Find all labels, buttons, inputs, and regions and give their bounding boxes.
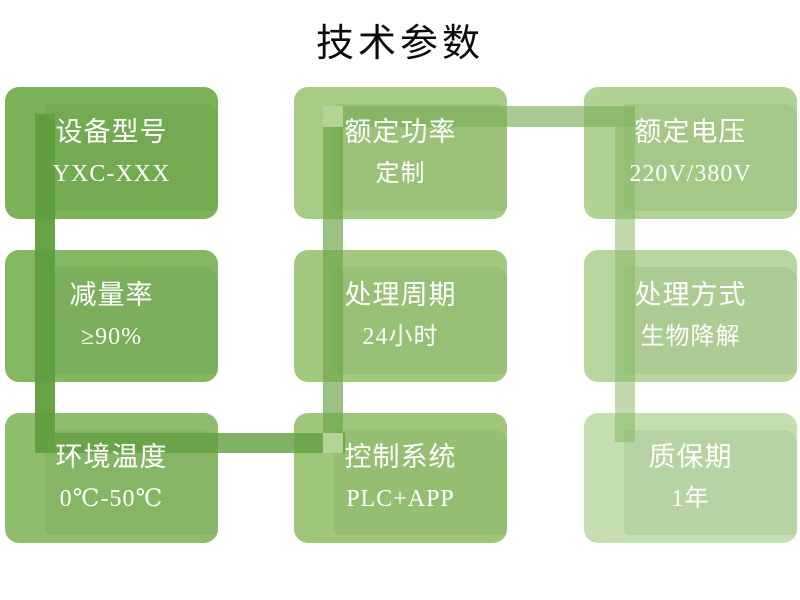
page-title: 技术参数 (315, 23, 484, 65)
param-card-warranty: 质保期 1年 (584, 413, 797, 543)
card-inner-shade (334, 430, 507, 535)
param-card-processing-method: 处理方式 生物降解 (584, 250, 797, 382)
param-card-ambient-temperature: 环境温度 0℃-50℃ (5, 413, 218, 543)
param-value: YXC-XXX (52, 161, 171, 188)
param-value: 定制 (375, 161, 426, 188)
param-value: 1年 (671, 486, 710, 513)
param-card-control-system: 控制系统 PLC+APP (294, 413, 507, 543)
param-label: 设备型号 (55, 117, 168, 148)
param-card-device-model: 设备型号 YXC-XXX (5, 87, 218, 219)
param-value: 0℃-50℃ (59, 486, 164, 513)
param-label: 额定功率 (344, 117, 457, 148)
param-value: 220V/380V (629, 161, 752, 188)
flow-connector-right-column (615, 127, 635, 442)
param-label: 质保期 (648, 442, 733, 473)
param-label: 处理方式 (634, 280, 747, 311)
param-card-reduction-rate: 减量率 ≥90% (5, 250, 218, 382)
flow-connector-corner-top (323, 106, 343, 127)
param-card-processing-cycle: 处理周期 24小时 (294, 250, 507, 382)
card-inner-shade (624, 430, 797, 535)
param-label: 减量率 (69, 280, 154, 311)
card-inner-shade (624, 104, 797, 211)
flow-connector-corner-bottom (323, 433, 343, 453)
flow-connector-bottom-row (35, 433, 345, 453)
card-inner-shade (45, 267, 218, 374)
param-value: PLC+APP (346, 486, 455, 513)
param-card-rated-voltage: 额定电压 220V/380V (584, 87, 797, 219)
flow-connector-middle-column (323, 106, 343, 453)
card-inner-shade (45, 104, 218, 211)
param-card-rated-power: 额定功率 定制 (294, 87, 507, 219)
param-label: 控制系统 (344, 442, 457, 473)
param-label: 处理周期 (344, 280, 457, 311)
card-inner-shade (624, 267, 797, 374)
param-label: 环境温度 (55, 442, 168, 473)
param-value: 生物降解 (640, 324, 741, 351)
flow-connector-left-column (35, 114, 55, 453)
param-label: 额定电压 (634, 117, 747, 148)
param-value: ≥90% (80, 324, 143, 351)
flow-connector-top-row (343, 106, 635, 127)
param-value: 24小时 (362, 324, 439, 351)
card-inner-shade (334, 267, 507, 374)
